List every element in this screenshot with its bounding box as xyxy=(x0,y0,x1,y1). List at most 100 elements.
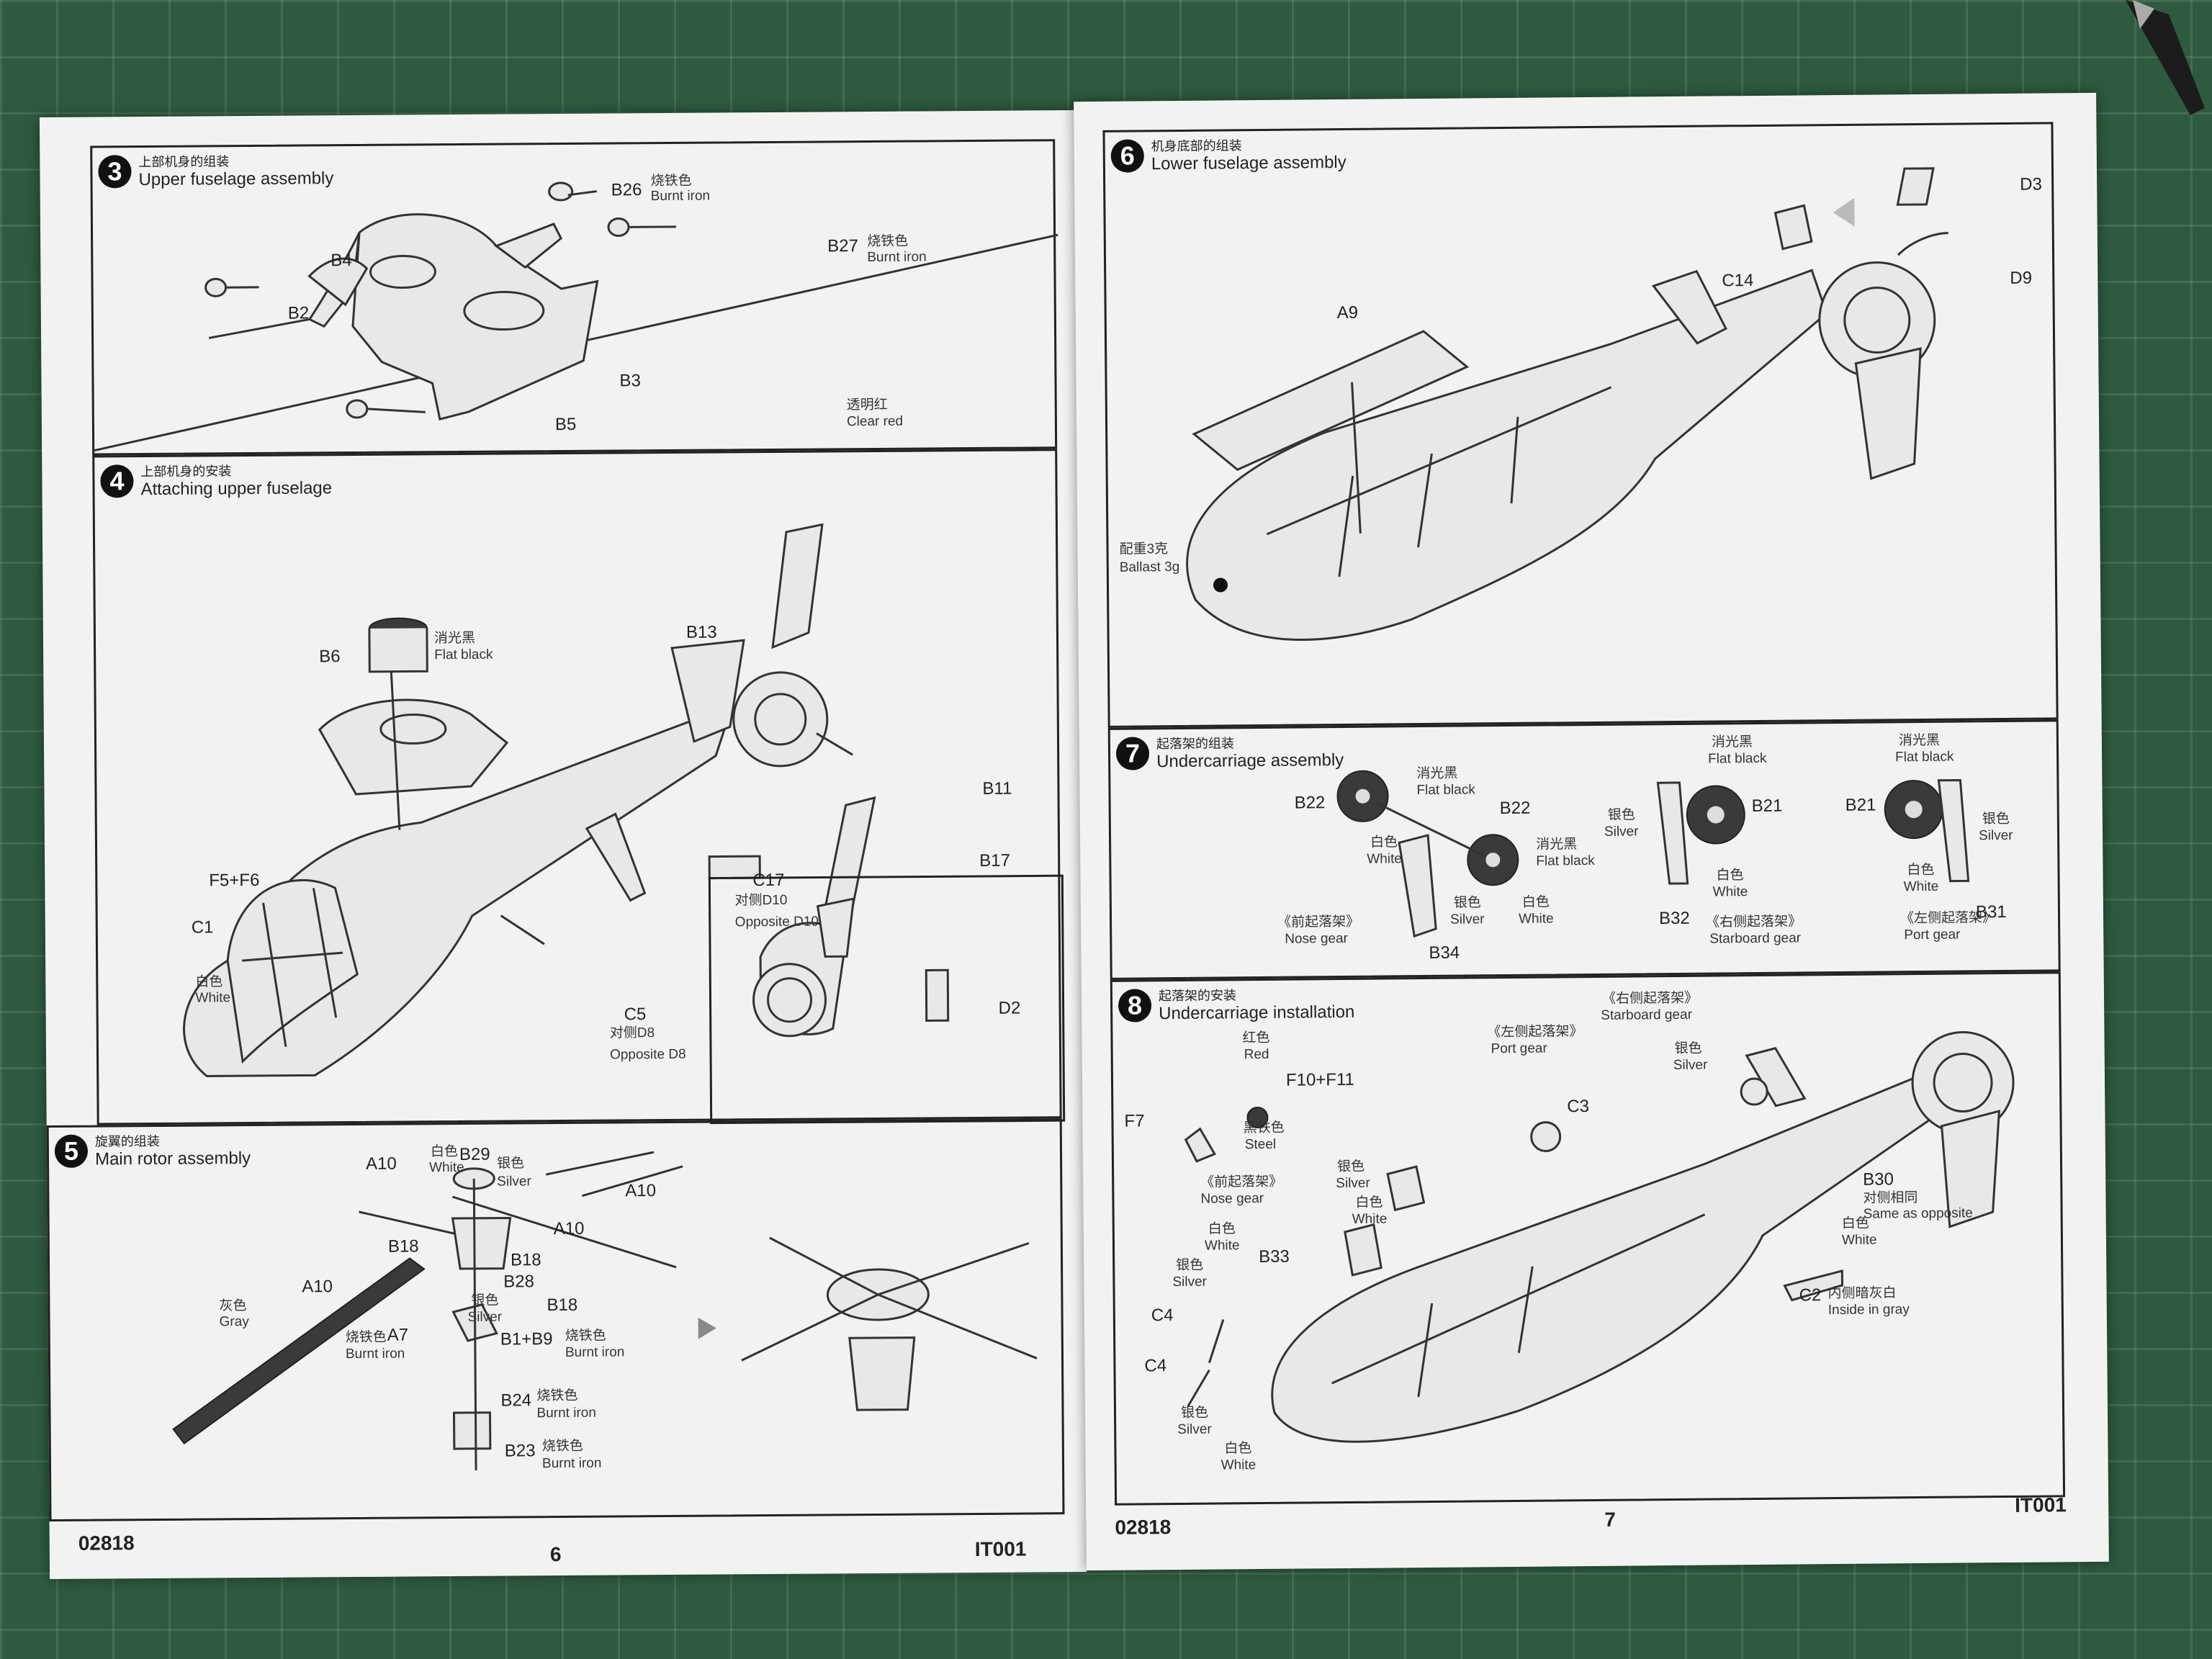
flat-black-en: Flat black xyxy=(1416,782,1475,799)
silver-color-cn: 银色 xyxy=(497,1156,525,1172)
part-b5: B5 xyxy=(554,414,577,435)
white-en: White xyxy=(1367,851,1402,867)
part-b28: B28 xyxy=(503,1272,535,1292)
flat-black4-cn: 消光黑 xyxy=(1898,732,1941,749)
part-a10-mid: A10 xyxy=(553,1218,585,1239)
b1b9-color-en: Burnt iron xyxy=(565,1344,625,1360)
part-b34: B34 xyxy=(1429,943,1460,963)
silver4-en: Silver xyxy=(1177,1421,1212,1438)
part-d2: D2 xyxy=(998,998,1021,1018)
port-gear-cn: 《左侧起落架》 xyxy=(1899,910,1997,927)
white4-en: White xyxy=(1903,878,1939,895)
part-b22-right: B22 xyxy=(1499,798,1531,819)
flat-black2-en: Flat black xyxy=(1536,853,1595,869)
rotor-drawing xyxy=(172,1151,1038,1470)
b29-color-cn: 白色 xyxy=(430,1144,459,1160)
d8-note-en: Opposite D8 xyxy=(609,1046,686,1063)
canopy-color-en: White xyxy=(195,990,231,1006)
b29-color-en: White xyxy=(429,1159,464,1176)
part-b17: B17 xyxy=(979,850,1010,871)
starboard-gear-cn: 《右侧起落架》 xyxy=(1706,914,1802,930)
white4-cn: 白色 xyxy=(1907,862,1935,878)
part-b21-right: B21 xyxy=(1845,795,1876,815)
part-d3: D3 xyxy=(2020,174,2042,194)
silver-en: Silver xyxy=(1673,1057,1708,1074)
silver-cn: 银色 xyxy=(1453,895,1481,911)
c2-color-cn: 内侧暗灰白 xyxy=(1827,1285,1897,1302)
part-b1-b9: B1+B9 xyxy=(500,1329,553,1349)
white3-cn: 白色 xyxy=(1716,868,1744,884)
starboard-gear-en: Starboard gear xyxy=(1601,1007,1693,1023)
silver-en: Silver xyxy=(1449,912,1485,927)
part-c5: C5 xyxy=(624,1004,647,1025)
white3-en: White xyxy=(1712,884,1748,900)
starboard-gear-cn: 《右侧起落架》 xyxy=(1601,990,1699,1007)
part-a10-right: A10 xyxy=(625,1181,657,1201)
part-b11: B11 xyxy=(982,778,1012,799)
part-c3: C3 xyxy=(1567,1097,1590,1117)
b1b9-color-cn: 烧铁色 xyxy=(565,1328,606,1344)
part-f7: F7 xyxy=(1124,1111,1145,1131)
white3-en: White xyxy=(1220,1457,1256,1473)
undercarriage-install-drawing xyxy=(1184,1031,2015,1443)
footer-kit: IT001 xyxy=(974,1537,1027,1561)
silver2-cn: 银色 xyxy=(1336,1159,1365,1175)
lower-fuselage-drawing xyxy=(1186,167,1948,641)
silver4-cn: 银色 xyxy=(1982,811,2010,827)
a7-color-cn: 烧铁色 xyxy=(345,1329,387,1346)
gray-color-en: Gray xyxy=(219,1314,249,1330)
same-as-opposite-en: Same as opposite xyxy=(1863,1205,1973,1222)
b23-color-en: Burnt iron xyxy=(541,1455,602,1472)
part-b3: B3 xyxy=(619,371,641,391)
part-b4: B4 xyxy=(331,251,352,271)
flat-black2-cn: 消光黑 xyxy=(1536,837,1578,853)
b26-color-cn: 烧铁色 xyxy=(650,173,692,189)
flat-black3-en: Flat black xyxy=(1708,750,1767,767)
silver4-cn: 银色 xyxy=(1180,1405,1209,1421)
part-b24: B24 xyxy=(500,1390,532,1411)
b6-color-cn: 消光黑 xyxy=(433,630,476,647)
part-b18-mid: B18 xyxy=(510,1250,541,1270)
part-b22-left: B22 xyxy=(1294,793,1326,813)
white2-en: White xyxy=(1204,1238,1240,1254)
silver2-en: Silver xyxy=(1336,1175,1370,1192)
part-c4-bottom: C4 xyxy=(1144,1356,1167,1376)
part-c17: C17 xyxy=(752,870,785,891)
port-gear-en: Port gear xyxy=(1904,927,1961,943)
part-b13: B13 xyxy=(685,622,717,642)
gray-color-cn: 灰色 xyxy=(219,1298,247,1314)
d8-note-cn: 对侧D8 xyxy=(609,1025,655,1041)
part-b6: B6 xyxy=(319,647,341,667)
undercarriage-parts-drawing xyxy=(1336,770,1970,938)
canopy-color-cn: 白色 xyxy=(195,974,223,990)
silver-cn: 银色 xyxy=(1674,1040,1702,1057)
hobby-knife xyxy=(2111,0,2212,115)
part-b18-left: B18 xyxy=(387,1236,419,1256)
helicopter-assembly-drawing xyxy=(183,523,1066,1125)
part-d9: D9 xyxy=(2010,268,2033,288)
b26-color-en: Burnt iron xyxy=(650,188,711,204)
b6-color-en: Flat black xyxy=(434,647,493,663)
port-gear-en: Port gear xyxy=(1491,1040,1547,1057)
d10-note-cn: 对侧D10 xyxy=(734,892,788,909)
b27-color-en: Burnt iron xyxy=(867,249,927,266)
part-b2: B2 xyxy=(287,303,310,323)
white-en: White xyxy=(1352,1211,1388,1227)
part-f10-f11: F10+F11 xyxy=(1285,1069,1355,1090)
silver2-color-cn: 银色 xyxy=(471,1292,499,1308)
silver-color-en: Silver xyxy=(497,1174,531,1190)
white2-en: White xyxy=(1518,911,1554,927)
upper-fuselage-drawing xyxy=(94,181,1058,451)
part-b26: B26 xyxy=(611,180,642,200)
white3-cn: 白色 xyxy=(1224,1441,1252,1457)
white-cn: 白色 xyxy=(1370,835,1398,850)
ballast-cn: 配重3克 xyxy=(1119,541,1169,557)
part-b21-left: B21 xyxy=(1751,796,1783,817)
red-en: Red xyxy=(1244,1046,1269,1063)
d10-note-en: Opposite D10 xyxy=(734,914,819,930)
